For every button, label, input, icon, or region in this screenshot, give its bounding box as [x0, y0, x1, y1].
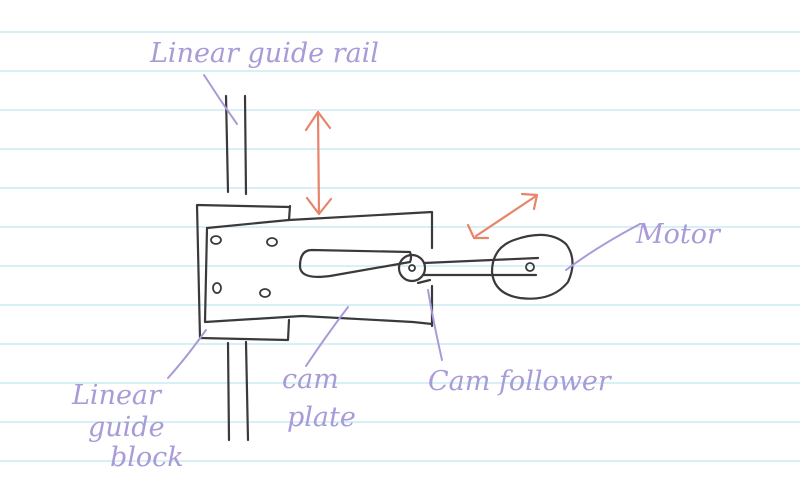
label-guide-rail: Linear guide rail	[149, 38, 379, 69]
rotation-arrow	[466, 192, 539, 240]
label-guide-block-line-3: block	[110, 442, 184, 473]
label-cam-follower: Cam follower	[428, 366, 613, 397]
cam-plate	[203, 210, 434, 328]
label-motor: Motor	[635, 219, 722, 250]
annotation-leaders	[167, 74, 641, 379]
vertical-motion-arrow	[304, 110, 333, 216]
label-guide-block-line-1: Linear	[71, 380, 163, 411]
motor	[490, 233, 574, 300]
label-cam-plate-line-1: cam	[282, 364, 339, 395]
ruled-lines	[0, 31, 800, 462]
guide-rail	[224, 94, 250, 442]
guide-block	[195, 203, 292, 342]
label-guide-block-line-2: guide	[88, 412, 165, 443]
cam-follower	[397, 253, 540, 283]
label-cam-plate-line-2: plate	[287, 402, 356, 433]
